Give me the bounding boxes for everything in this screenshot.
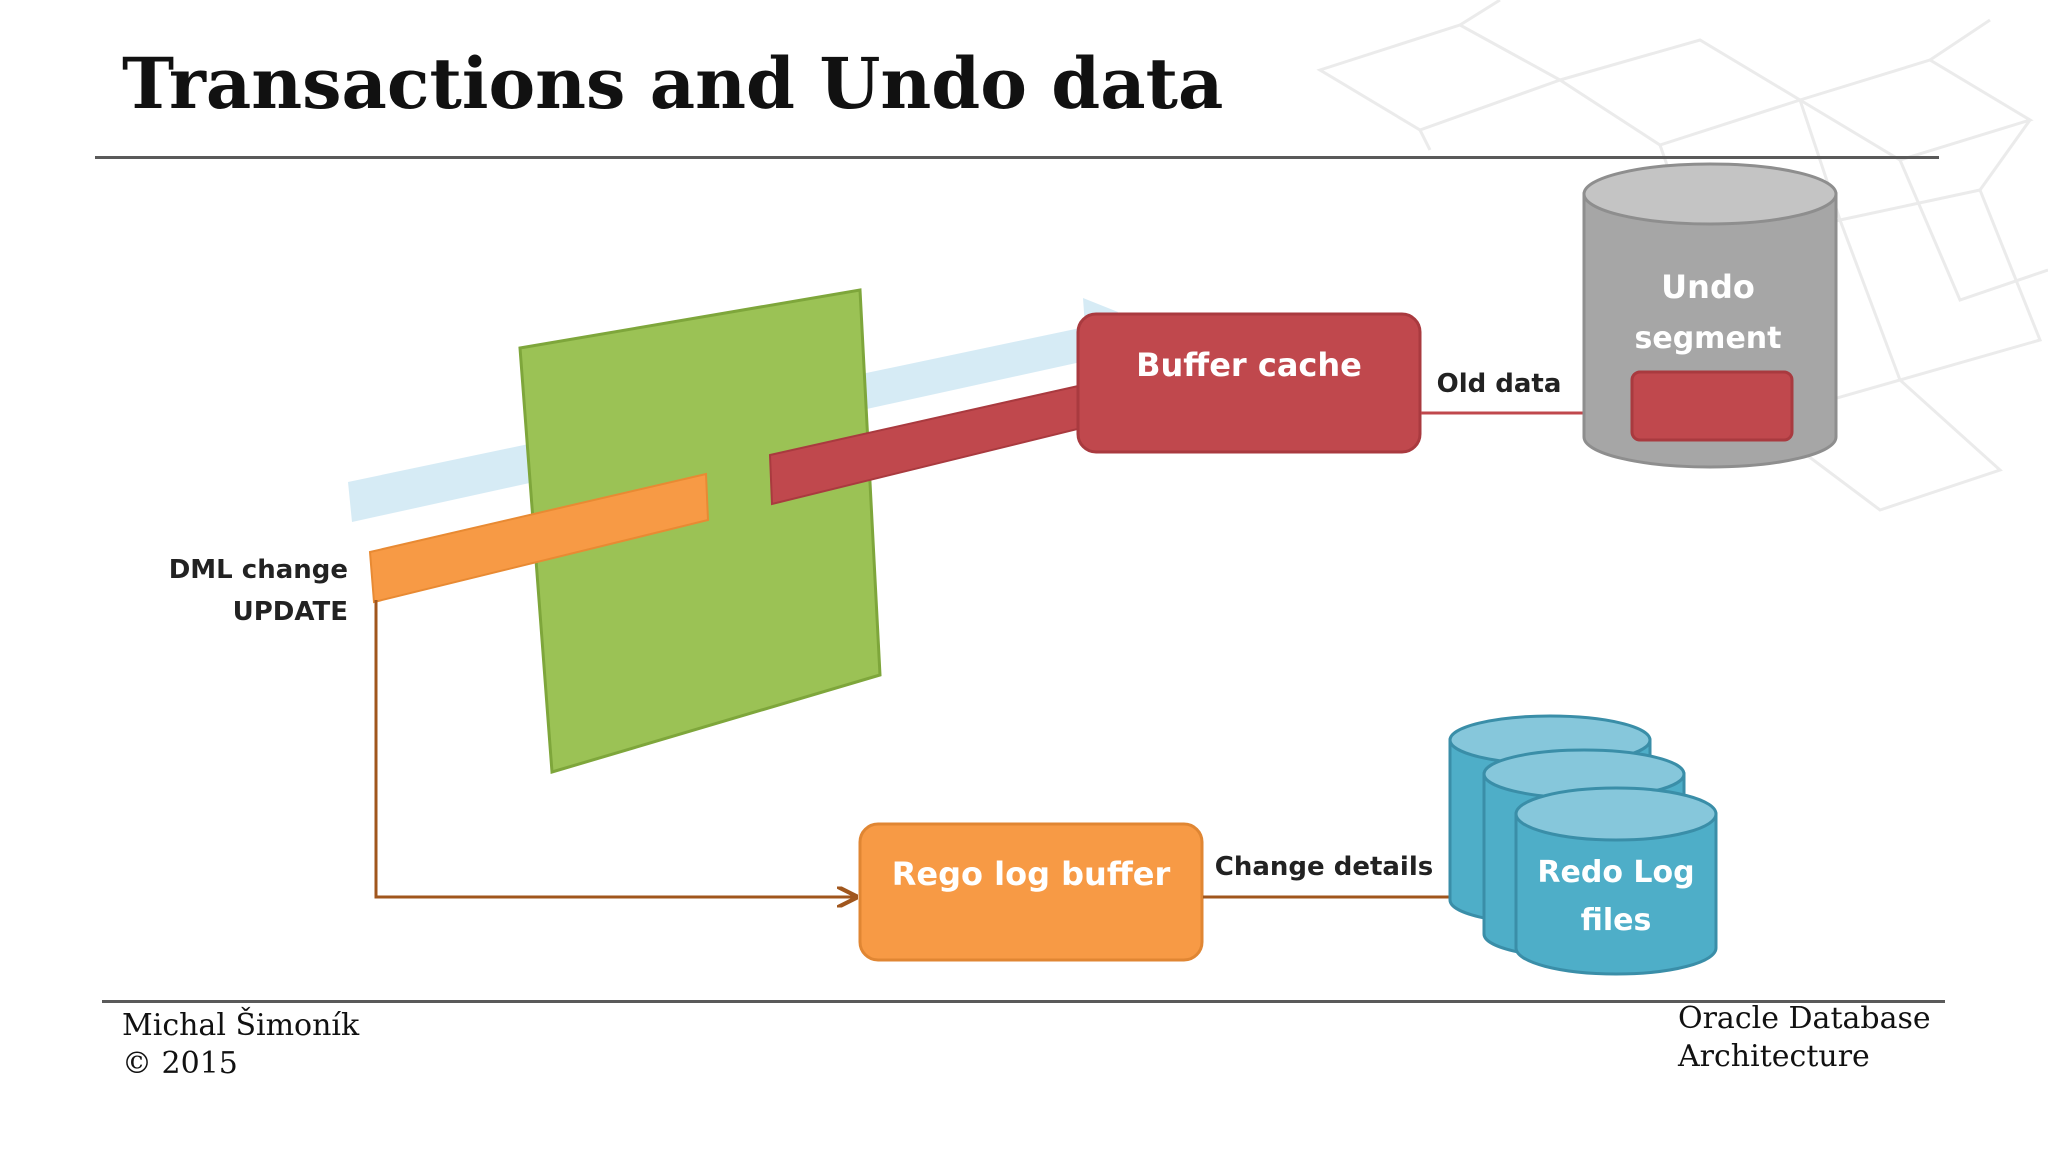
redo-log-files-label-1: Redo Log <box>1537 855 1694 890</box>
change-details-label: Change details <box>1215 852 1433 882</box>
undo-segment-label-2: segment <box>1635 321 1782 356</box>
course-name-line-1: Oracle Database <box>1678 1001 1931 1036</box>
footer-divider <box>102 1000 1945 1003</box>
undo-segment-label-1: Undo <box>1661 268 1755 306</box>
footer-course-block: Oracle Database Architecture <box>1678 1000 1931 1076</box>
redo-log-buffer-box <box>858 822 1204 962</box>
course-name-line-2: Architecture <box>1678 1039 1870 1074</box>
buffer-cache-label: Buffer cache <box>1136 346 1362 384</box>
author-name: Michal Šimoník <box>122 1008 360 1043</box>
copyright-text: © 2015 <box>122 1046 238 1081</box>
transaction-panel <box>518 288 882 774</box>
update-label: UPDATE <box>233 597 348 627</box>
footer-author-block: Michal Šimoník © 2015 <box>122 1007 359 1083</box>
dml-change-label: DML change <box>169 555 348 585</box>
dml-change-bar <box>368 472 710 604</box>
undo-record-block <box>1630 370 1794 442</box>
slide-title: Transactions and Undo data <box>122 42 1224 125</box>
title-divider <box>95 156 1939 159</box>
redo-log-file-cylinder-3 <box>1514 786 1718 976</box>
redo-log-files-label-2: files <box>1581 903 1652 938</box>
buffer-cache-box <box>1076 312 1422 454</box>
redo-path-arrow <box>374 600 856 897</box>
redo-log-buffer-label: Rego log buffer <box>892 855 1171 893</box>
old-data-label: Old data <box>1437 369 1562 399</box>
